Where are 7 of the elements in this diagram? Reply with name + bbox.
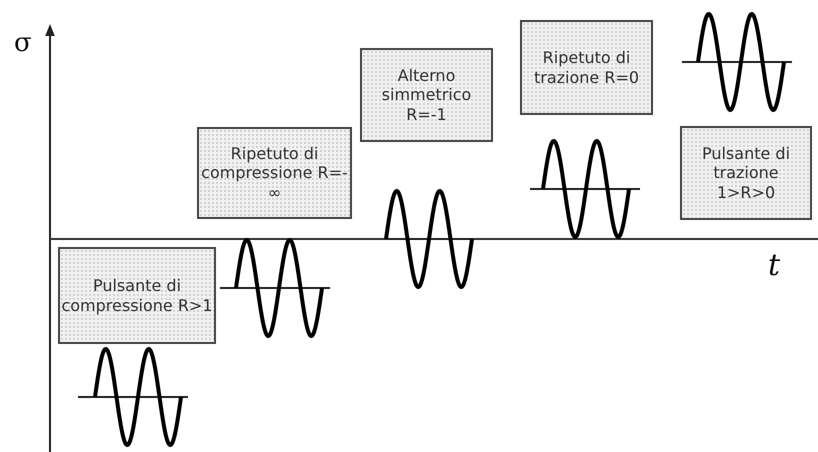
label-box: Ripetuto di compressione R=-∞: [197, 127, 352, 219]
label-box: Pulsante di trazione 1>R>0: [680, 126, 812, 220]
label-box: Pulsante di compressione R>1: [58, 247, 216, 344]
label-box: Alterno simmetrico R=-1: [360, 48, 493, 142]
axis-label: t: [768, 248, 780, 283]
label-box: Ripetuto di trazione R=0: [520, 20, 653, 115]
axis-label: σ: [14, 28, 32, 58]
